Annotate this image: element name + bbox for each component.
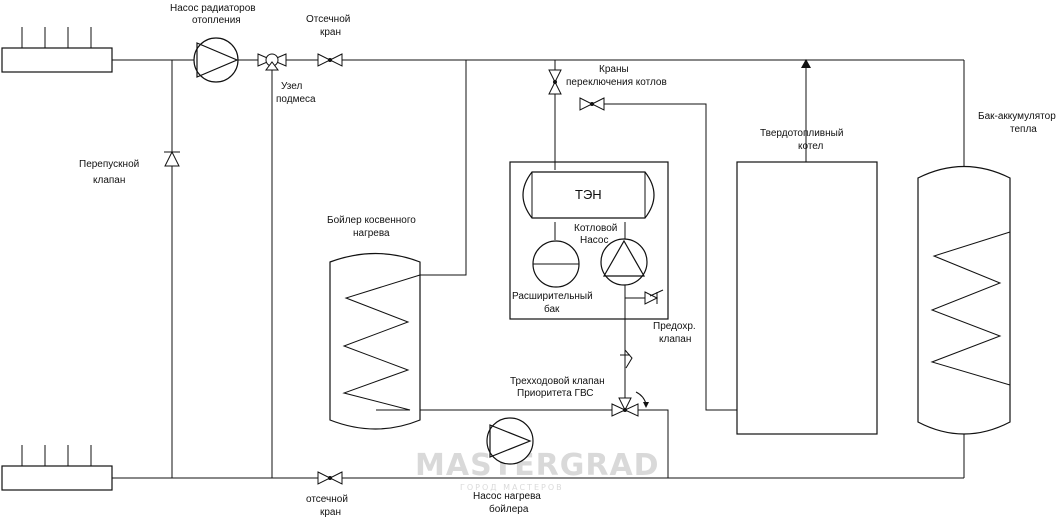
pipes	[112, 59, 965, 479]
label-solid-boiler-2: котел	[798, 141, 824, 152]
radiator-bottom	[1, 445, 113, 491]
label-three-way-2: Приоритета ГВС	[517, 388, 594, 399]
label-accumulator-2: тепла	[1010, 124, 1037, 135]
safety-valve-icon	[644, 289, 664, 305]
label-safety-1: Предохр.	[653, 321, 696, 332]
label-boiler-pump-1: Котловой	[574, 223, 617, 234]
shutoff-valve-top-icon	[317, 53, 343, 67]
watermark-sub: ГОРОД МАСТЕРОВ	[460, 483, 564, 492]
watermark-main: MASTERGRAD	[415, 448, 660, 483]
three-way-valve-icon	[611, 391, 649, 417]
electric-boiler-frame	[509, 161, 669, 320]
label-three-way-1: Трехходовой клапан	[510, 376, 605, 387]
label-boiler-pump-2: Насос	[580, 235, 608, 246]
watermark: MASTERGRAD ГОРОД МАСТЕРОВ	[415, 448, 660, 492]
label-solid-boiler-1: Твердотопливный	[760, 128, 843, 139]
dhw-pump-icon	[486, 417, 534, 465]
expansion-tank-icon	[532, 240, 580, 288]
switch-valve-vertical-icon	[548, 69, 562, 95]
shutoff-valve-bottom-icon	[317, 471, 343, 485]
solid-fuel-boiler	[736, 161, 878, 435]
mixing-valve-icon	[257, 53, 287, 71]
ten-label: ТЭН	[575, 187, 602, 202]
label-dhw-pump-2: бойлера	[489, 503, 529, 515]
label-accumulator-1: Бак-аккумулятор	[978, 111, 1056, 122]
label-switch-valves-2: переключения котлов	[566, 77, 667, 88]
label-bypass-2: клапан	[93, 175, 125, 186]
heat-accumulator	[917, 165, 1011, 435]
filter-icon	[620, 349, 633, 369]
label-indirect-boiler-1: Бойлер косвенного	[327, 215, 416, 226]
label-shutoff-bottom-1: отсечной	[306, 494, 348, 505]
label-shutoff-top-2: кран	[320, 27, 341, 38]
ten-heater: ТЭН	[522, 171, 655, 219]
flow-arrow-icon	[801, 59, 811, 68]
label-dhw-pump-1: Насос нагрева	[473, 491, 541, 502]
labels: Насос радиаторов отопления Отсечной кран…	[79, 3, 1056, 518]
bypass-valve-icon	[164, 150, 180, 167]
label-expansion-1: Расширительный	[512, 291, 593, 302]
label-shutoff-bottom-2: кран	[320, 507, 341, 518]
label-mixing-1: Узел	[281, 81, 302, 92]
label-bypass-1: Перепускной	[79, 159, 139, 170]
label-mixing-2: подмеса	[276, 94, 316, 105]
boiler-pump-icon	[600, 238, 648, 286]
label-radiator-pump-2: отопления	[192, 15, 241, 26]
label-safety-2: клапан	[659, 334, 691, 345]
label-switch-valves-1: Краны	[599, 64, 629, 75]
label-expansion-2: бак	[544, 303, 560, 315]
radiator-pump-icon	[193, 37, 239, 83]
label-radiator-pump-1: Насос радиаторов	[170, 3, 256, 14]
switch-valve-horizontal-icon	[579, 97, 605, 111]
label-shutoff-top-1: Отсечной	[306, 14, 350, 25]
radiator-top	[1, 27, 113, 73]
indirect-boiler	[329, 252, 421, 430]
label-indirect-boiler-2: нагрева	[353, 228, 390, 239]
